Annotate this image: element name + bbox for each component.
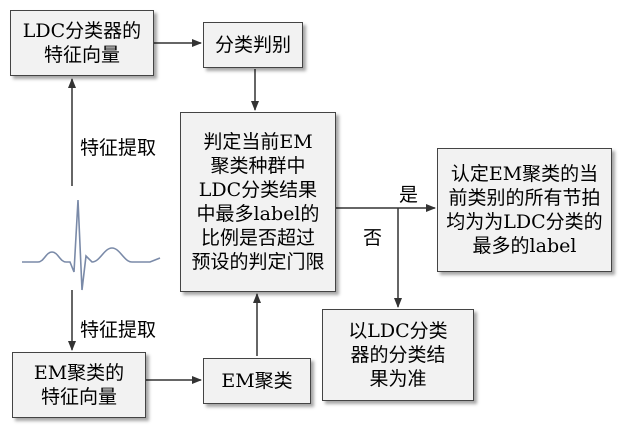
use-ldc-text: 以LDC分类 器的分类结 果为准 bbox=[348, 320, 448, 390]
decision-box: 判定当前EM 聚类种群中 LDC分类结果 中最多label的 比例是否超过 预设… bbox=[180, 112, 336, 292]
feature-extract-bottom-label: 特征提取 bbox=[80, 319, 157, 341]
classify-text: 分类判别 bbox=[214, 34, 291, 56]
em-feature-vector-box: EM聚类的 特征向量 bbox=[12, 352, 146, 418]
em-cluster-text: EM聚类 bbox=[221, 370, 293, 392]
accept-em-text: 认定EM聚类的当 前类别的所有节拍 均为为LDC分类的 最多的label bbox=[446, 163, 603, 257]
no-label: 否 bbox=[363, 227, 383, 249]
yes-label: 是 bbox=[399, 184, 419, 206]
ecg-waveform bbox=[22, 199, 161, 291]
em-feature-vector-text: EM聚类的 特征向量 bbox=[33, 362, 125, 408]
ldc-feature-vector-text: LDC分类器的 特征向量 bbox=[22, 20, 142, 66]
feature-extract-top-label: 特征提取 bbox=[80, 137, 157, 159]
decision-text: 判定当前EM 聚类种群中 LDC分类结果 中最多label的 比例是否超过 预设… bbox=[191, 131, 325, 273]
classify-box: 分类判别 bbox=[203, 22, 303, 68]
accept-em-box: 认定EM聚类的当 前类别的所有节拍 均为为LDC分类的 最多的label bbox=[437, 148, 612, 272]
em-cluster-box: EM聚类 bbox=[203, 358, 311, 404]
ldc-feature-vector-box: LDC分类器的 特征向量 bbox=[10, 10, 154, 76]
use-ldc-box: 以LDC分类 器的分类结 果为准 bbox=[322, 309, 474, 401]
